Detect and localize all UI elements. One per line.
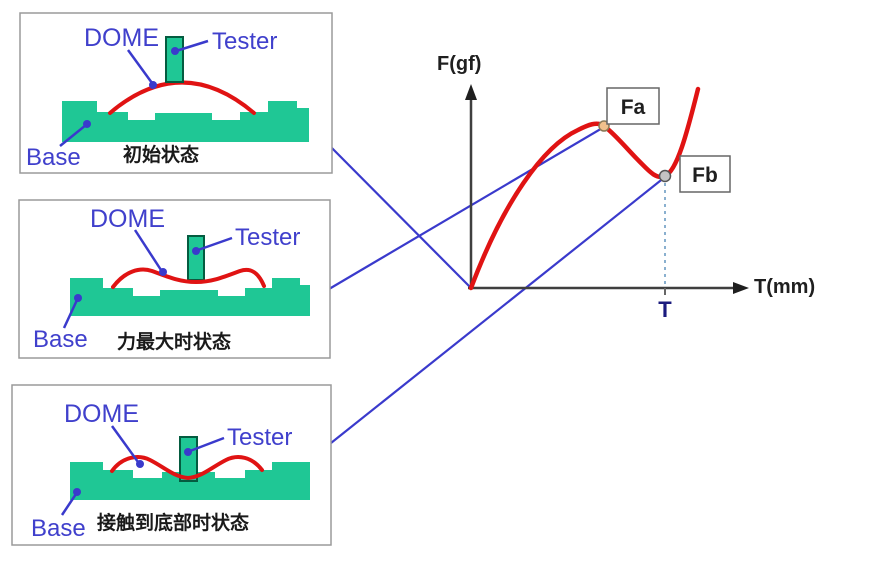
dome-curve <box>110 455 264 481</box>
base-shape <box>62 101 309 142</box>
connector-bottom-to-fb <box>330 176 666 444</box>
dome-callout-dot <box>149 81 157 89</box>
dome-callout-line <box>126 49 154 84</box>
tester-block <box>187 235 205 281</box>
tester-block <box>165 36 184 83</box>
tester-callout-line <box>175 39 209 53</box>
fb-label-box: Fb <box>679 155 731 193</box>
dome-label: DOME <box>64 400 139 428</box>
base-shape <box>70 278 310 316</box>
base-callout-dot <box>83 120 91 128</box>
dome-label: DOME <box>90 205 165 233</box>
base-label: Base <box>31 515 86 542</box>
base-label: Base <box>26 144 81 171</box>
tester-callout-dot <box>192 247 200 255</box>
y-axis-arrow-icon <box>465 84 477 100</box>
dome-callout-line <box>110 425 140 463</box>
force-curve <box>468 86 701 291</box>
base-callout-dot <box>73 488 81 496</box>
panel-max-force-state: DOME Tester Base 力最大时状态 <box>18 199 331 359</box>
fa-box-border <box>606 87 660 125</box>
base-callout-line <box>62 299 79 329</box>
tester-callout-line <box>189 436 225 453</box>
dome-callout-dot <box>136 460 144 468</box>
travel-label: T <box>658 297 672 322</box>
x-axis-label: T(mm) <box>754 276 815 298</box>
tester-block <box>179 436 198 482</box>
tester-label: Tester <box>212 28 277 55</box>
fa-label-box: Fa <box>606 87 660 125</box>
state-caption: 初始状态 <box>123 143 199 166</box>
tester-callout-line <box>197 236 233 252</box>
base-label: Base <box>33 326 88 353</box>
y-axis-label: F(gf) <box>437 53 481 75</box>
force-travel-graph: F(gf) T(mm) Fa Fb T <box>437 53 815 322</box>
panel-bottom-contact-state: DOME Tester Base 接触到底部时状态 <box>11 384 332 546</box>
dome-label: DOME <box>84 24 159 52</box>
base-callout-line <box>59 124 87 147</box>
fb-box-border <box>679 155 731 193</box>
tester-callout-dot <box>184 448 192 456</box>
tester-label: Tester <box>227 424 292 451</box>
tester-label: Tester <box>235 224 300 251</box>
state-caption: 接触到底部时状态 <box>97 511 249 534</box>
dome-curve <box>111 267 266 289</box>
fa-label: Fa <box>621 96 646 119</box>
x-axis-arrow-icon <box>733 282 749 294</box>
fb-label: Fb <box>692 164 718 187</box>
connector-maxforce-to-fa <box>323 126 605 293</box>
state-caption: 力最大时状态 <box>117 330 231 353</box>
base-callout-line <box>60 493 78 516</box>
tester-callout-dot <box>171 47 179 55</box>
connector-initial-to-origin <box>313 129 472 289</box>
base-callout-dot <box>74 294 82 302</box>
fb-point <box>658 169 672 183</box>
dome-callout-line <box>133 229 163 271</box>
panel-initial-state: DOME Tester Base 初始状态 <box>19 12 333 174</box>
dome-callout-dot <box>159 268 167 276</box>
